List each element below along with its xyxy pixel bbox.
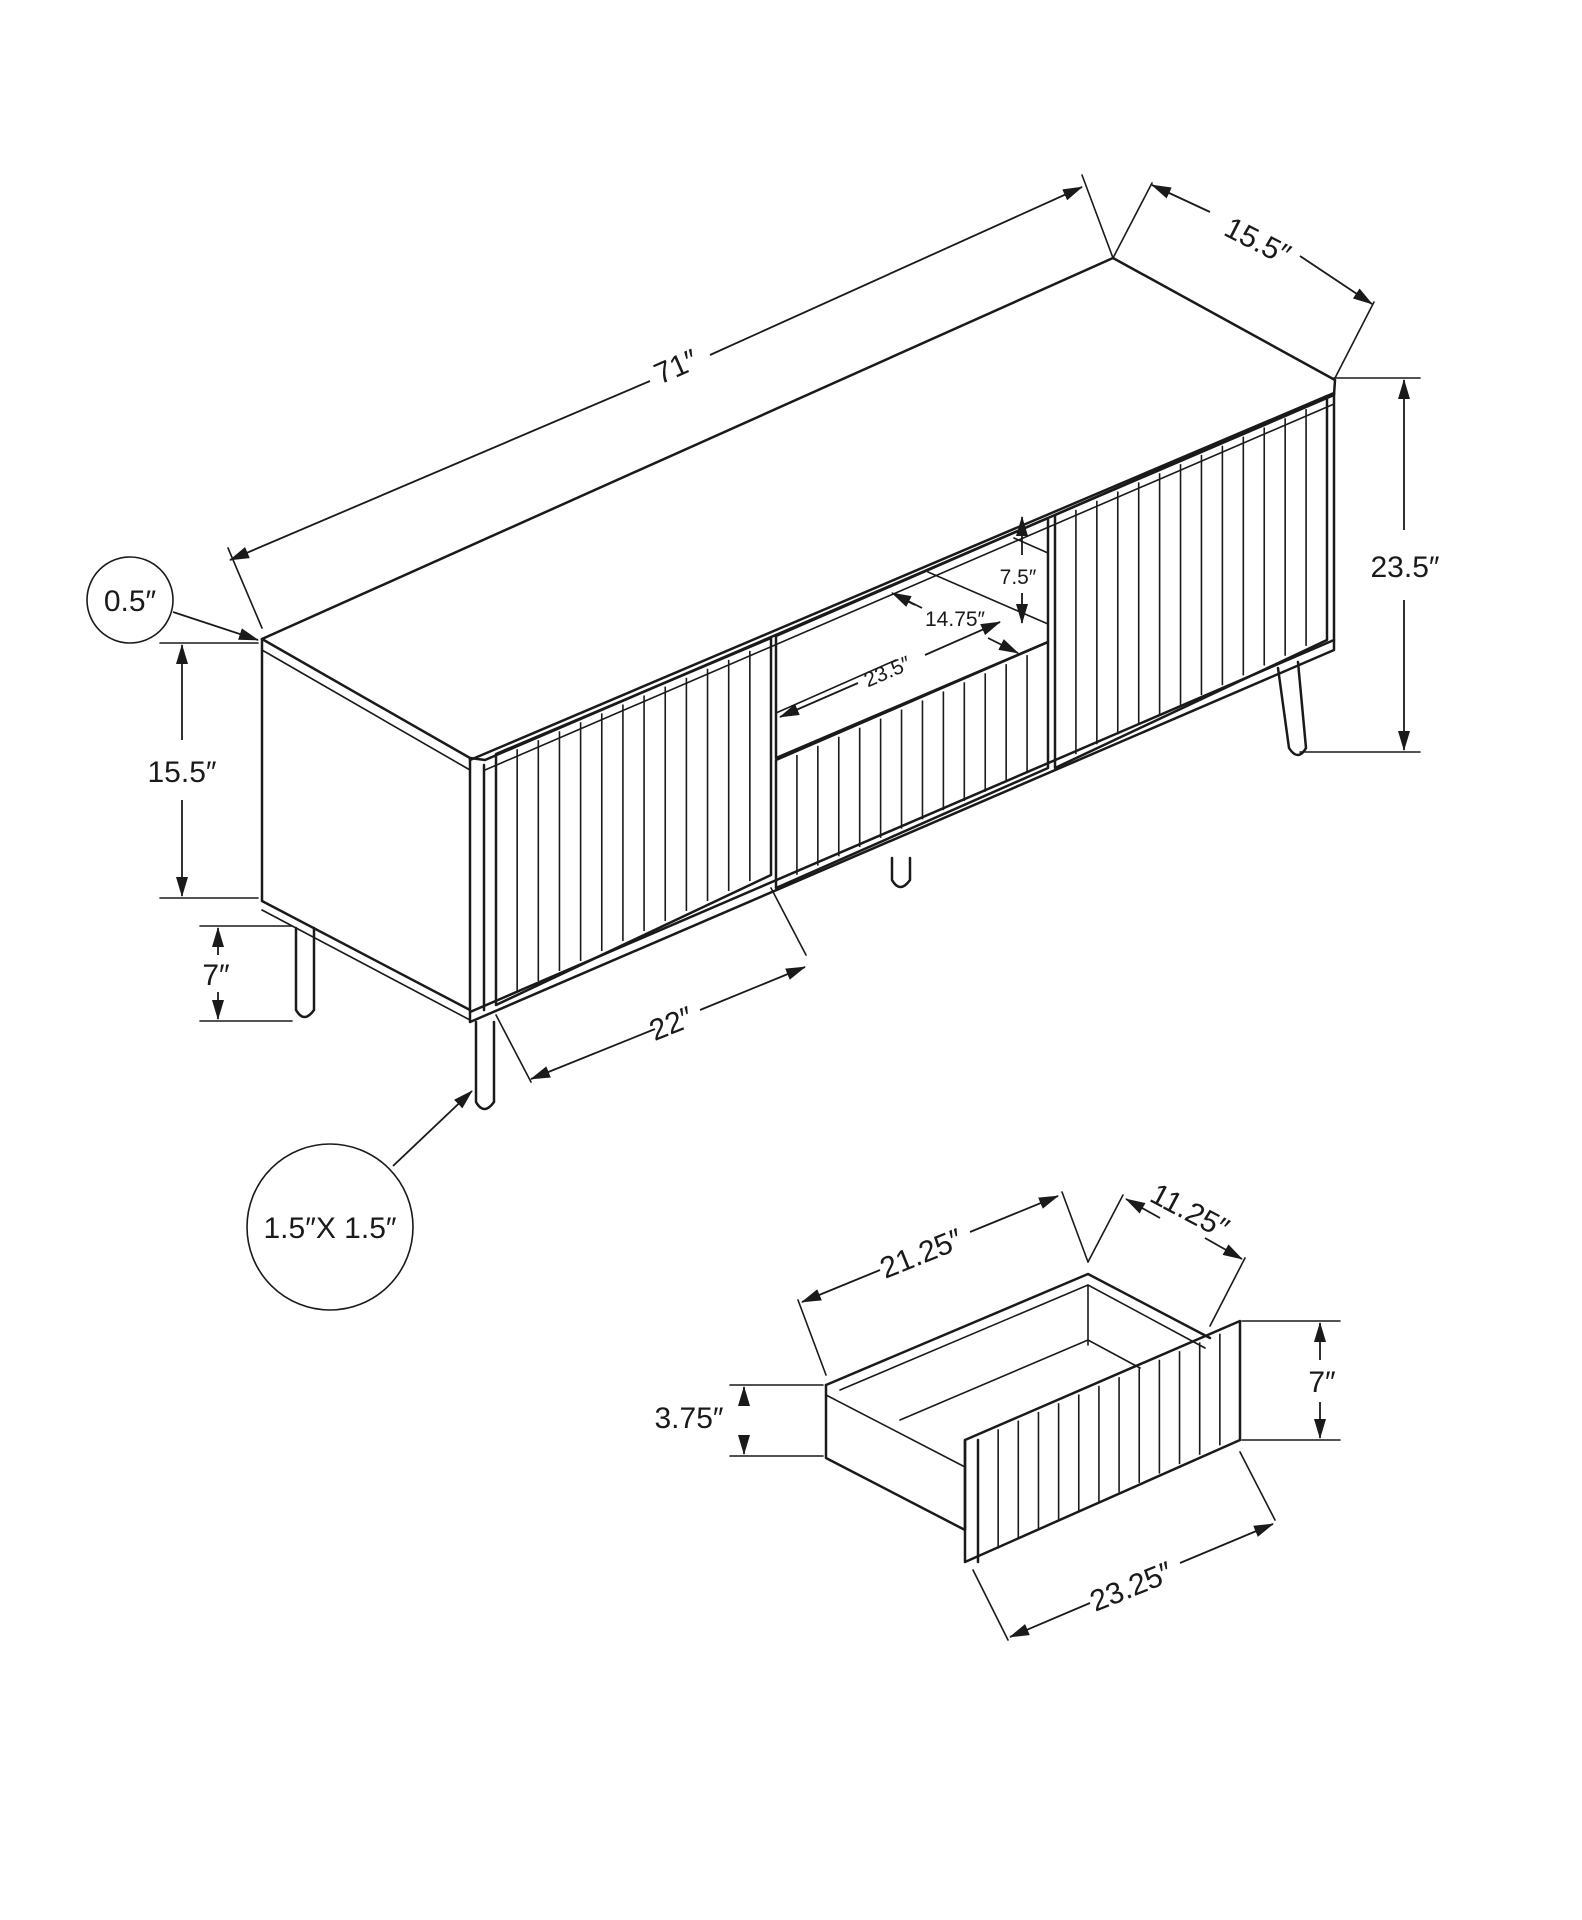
drawer-dim-front-height-label: 7″: [1308, 1366, 1336, 1399]
dim-shelf-width-label: 23.5″: [861, 652, 915, 692]
drawer-detail: 21.25″ 11.25″ 7″ 3.75″ 23.25″: [654, 1177, 1341, 1641]
leg-front-left: [474, 1020, 496, 1111]
tabletop: [260, 256, 1337, 762]
drawer-dim-box-height-label: 3.75″: [654, 1402, 723, 1435]
drawer-dim-width-inner-label: 21.25″: [876, 1223, 968, 1286]
dim-leg-height-label: 7″: [202, 959, 230, 992]
dim-leg-section-label: 1.5″X 1.5″: [264, 1212, 397, 1245]
drawer-box: [824, 1383, 967, 1532]
cabinet-dimensions: 71″ 15.5″ 23.5″ 0.5″ 15.5″ 7″: [86, 174, 1440, 1311]
dim-depth-label: 15.5″: [1219, 211, 1296, 272]
leg-back-left: [294, 926, 316, 1019]
tv-stand: [260, 256, 1337, 1111]
right-door: [1053, 394, 1329, 770]
drawer-dim-front-width-label: 23.25″: [1086, 1556, 1178, 1619]
leg-section-callout: [246, 1143, 414, 1311]
left-door: [494, 636, 773, 1007]
dim-cabinet-height-label: 15.5″: [147, 756, 216, 789]
dim-shelf-depth-label: 14.75″: [925, 608, 986, 631]
top-thickness-callout: [86, 556, 174, 644]
left-side-panel: [260, 637, 472, 1012]
leg-front-right: [1276, 660, 1308, 757]
open-shelf: [774, 516, 1050, 760]
drawer-dim-depth-label: 11.25″: [1145, 1177, 1235, 1246]
middle-drawer: [774, 640, 1050, 890]
dim-door-width-label: 22″: [645, 1001, 699, 1048]
dim-top-thickness-label: 0.5″: [104, 585, 157, 618]
dim-shelf-height-label: 7.5″: [1000, 566, 1037, 589]
drawer-front: [963, 1319, 1242, 1564]
front-face: [468, 391, 1336, 1014]
dim-overall-height-label: 23.5″: [1370, 551, 1439, 584]
leg-middle-back: [890, 856, 912, 889]
dim-length-label: 71″: [649, 343, 703, 391]
